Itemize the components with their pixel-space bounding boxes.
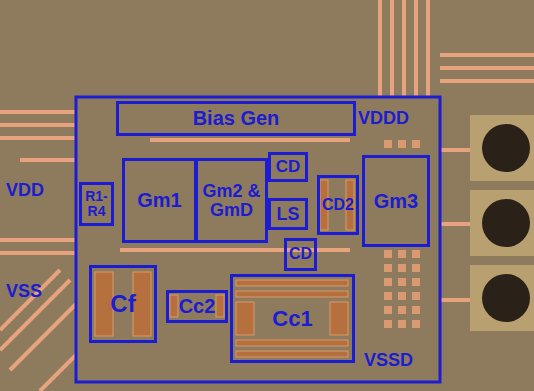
capacitor-block: Cf [89, 265, 157, 343]
transconductor-block: Gm3 [362, 155, 430, 247]
block-label: Gm1 [137, 190, 181, 211]
capacitor-block: Cc1 [230, 274, 355, 363]
bias-block: Bias Gen [116, 101, 356, 136]
block-label: Gm3 [374, 191, 418, 212]
block-label: CD [289, 246, 312, 263]
capacitor-block: Cc2 [166, 290, 228, 323]
resistor-block: R1- R4 [79, 182, 114, 226]
transconductor-block: Gm1 [122, 158, 197, 243]
block-label: LS [276, 205, 299, 224]
block-label: CD2 [322, 197, 354, 214]
block-label: Bias Gen [193, 108, 280, 129]
block-label: CD [276, 158, 301, 176]
capacitor-block: CD [268, 152, 308, 182]
supply-pin-name: VDD [6, 180, 44, 201]
block-label: Gm2 & GmD [198, 182, 265, 220]
block-label: Cc1 [272, 307, 312, 330]
block-label: Cf [110, 291, 135, 316]
capacitor-plates [95, 180, 354, 357]
via-array [384, 140, 420, 328]
supply-pin-name: VDDD [358, 108, 409, 129]
capacitor-block: CD [284, 238, 317, 271]
supply-pin-name: VSS [6, 281, 42, 302]
transconductor-block: Gm2 & GmD [195, 158, 268, 243]
level-shifter-block: LS [268, 198, 308, 230]
block-label: Cc2 [179, 296, 216, 317]
supply-pin-name: VSSD [364, 350, 413, 371]
capacitor-block: CD2 [317, 175, 359, 235]
core-outline [76, 97, 440, 382]
bond-pads [470, 115, 534, 331]
block-label: R1- R4 [82, 189, 111, 218]
